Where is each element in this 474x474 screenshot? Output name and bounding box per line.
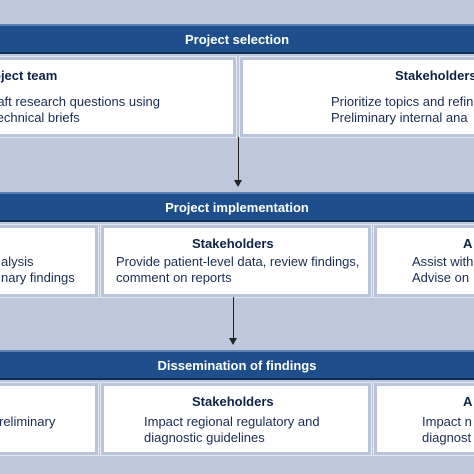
box-line: nary findings	[1, 270, 75, 285]
flow-arrow-line	[233, 297, 234, 339]
box-line: technical briefs	[0, 110, 80, 125]
box-title: Stakeholders	[192, 236, 274, 251]
advisors-box: A Impact n diagnost	[374, 383, 474, 455]
box-title: Stakeholders	[395, 68, 474, 83]
stakeholders-box: Stakeholders Impact regional regulatory …	[101, 383, 371, 455]
box-line: comment on reports	[116, 270, 232, 285]
box-line: Impact regional regulatory and	[144, 414, 320, 429]
box-line: reliminary	[0, 414, 56, 429]
box-line: Prioritize topics and refin	[331, 94, 474, 109]
box-line: raft research questions using	[0, 94, 160, 109]
box-line: Assist with	[412, 254, 474, 269]
box-title: A	[463, 236, 473, 251]
box-line: Provide patient-level data, review findi…	[116, 254, 360, 269]
stakeholders-box: Stakeholders Provide patient-level data,…	[101, 225, 371, 297]
section-header-dissemination: Dissemination of findings	[0, 350, 474, 380]
flow-arrow-line	[238, 137, 239, 181]
box-line: Preliminary internal ana	[331, 110, 468, 125]
box-title: A	[463, 394, 473, 409]
project-team-box: oject team raft research questions using…	[0, 57, 236, 137]
box-title: oject team	[0, 68, 58, 83]
stakeholders-box: Stakeholders Prioritize topics and refin…	[240, 57, 474, 137]
section-title: Dissemination of findings	[157, 357, 317, 373]
section-title: Project selection	[184, 31, 290, 47]
box-line: alysis	[1, 254, 34, 269]
box-line: Impact n	[422, 414, 472, 429]
section-title: Project implementation	[165, 199, 309, 215]
box-line: diagnostic guidelines	[144, 430, 265, 445]
advisors-box: A Assist with Advise on	[374, 225, 474, 297]
flow-arrow-head	[229, 338, 237, 345]
section-header-project-implementation: Project implementation	[0, 192, 474, 222]
flow-arrow-head	[234, 180, 242, 187]
box-line: Advise on	[412, 270, 470, 285]
box-line: diagnost	[422, 430, 472, 445]
project-team-box: alysis nary findings	[0, 225, 98, 297]
project-team-box: reliminary	[0, 383, 98, 455]
section-header-project-selection: Project selection	[0, 24, 474, 54]
box-title: Stakeholders	[192, 394, 274, 409]
